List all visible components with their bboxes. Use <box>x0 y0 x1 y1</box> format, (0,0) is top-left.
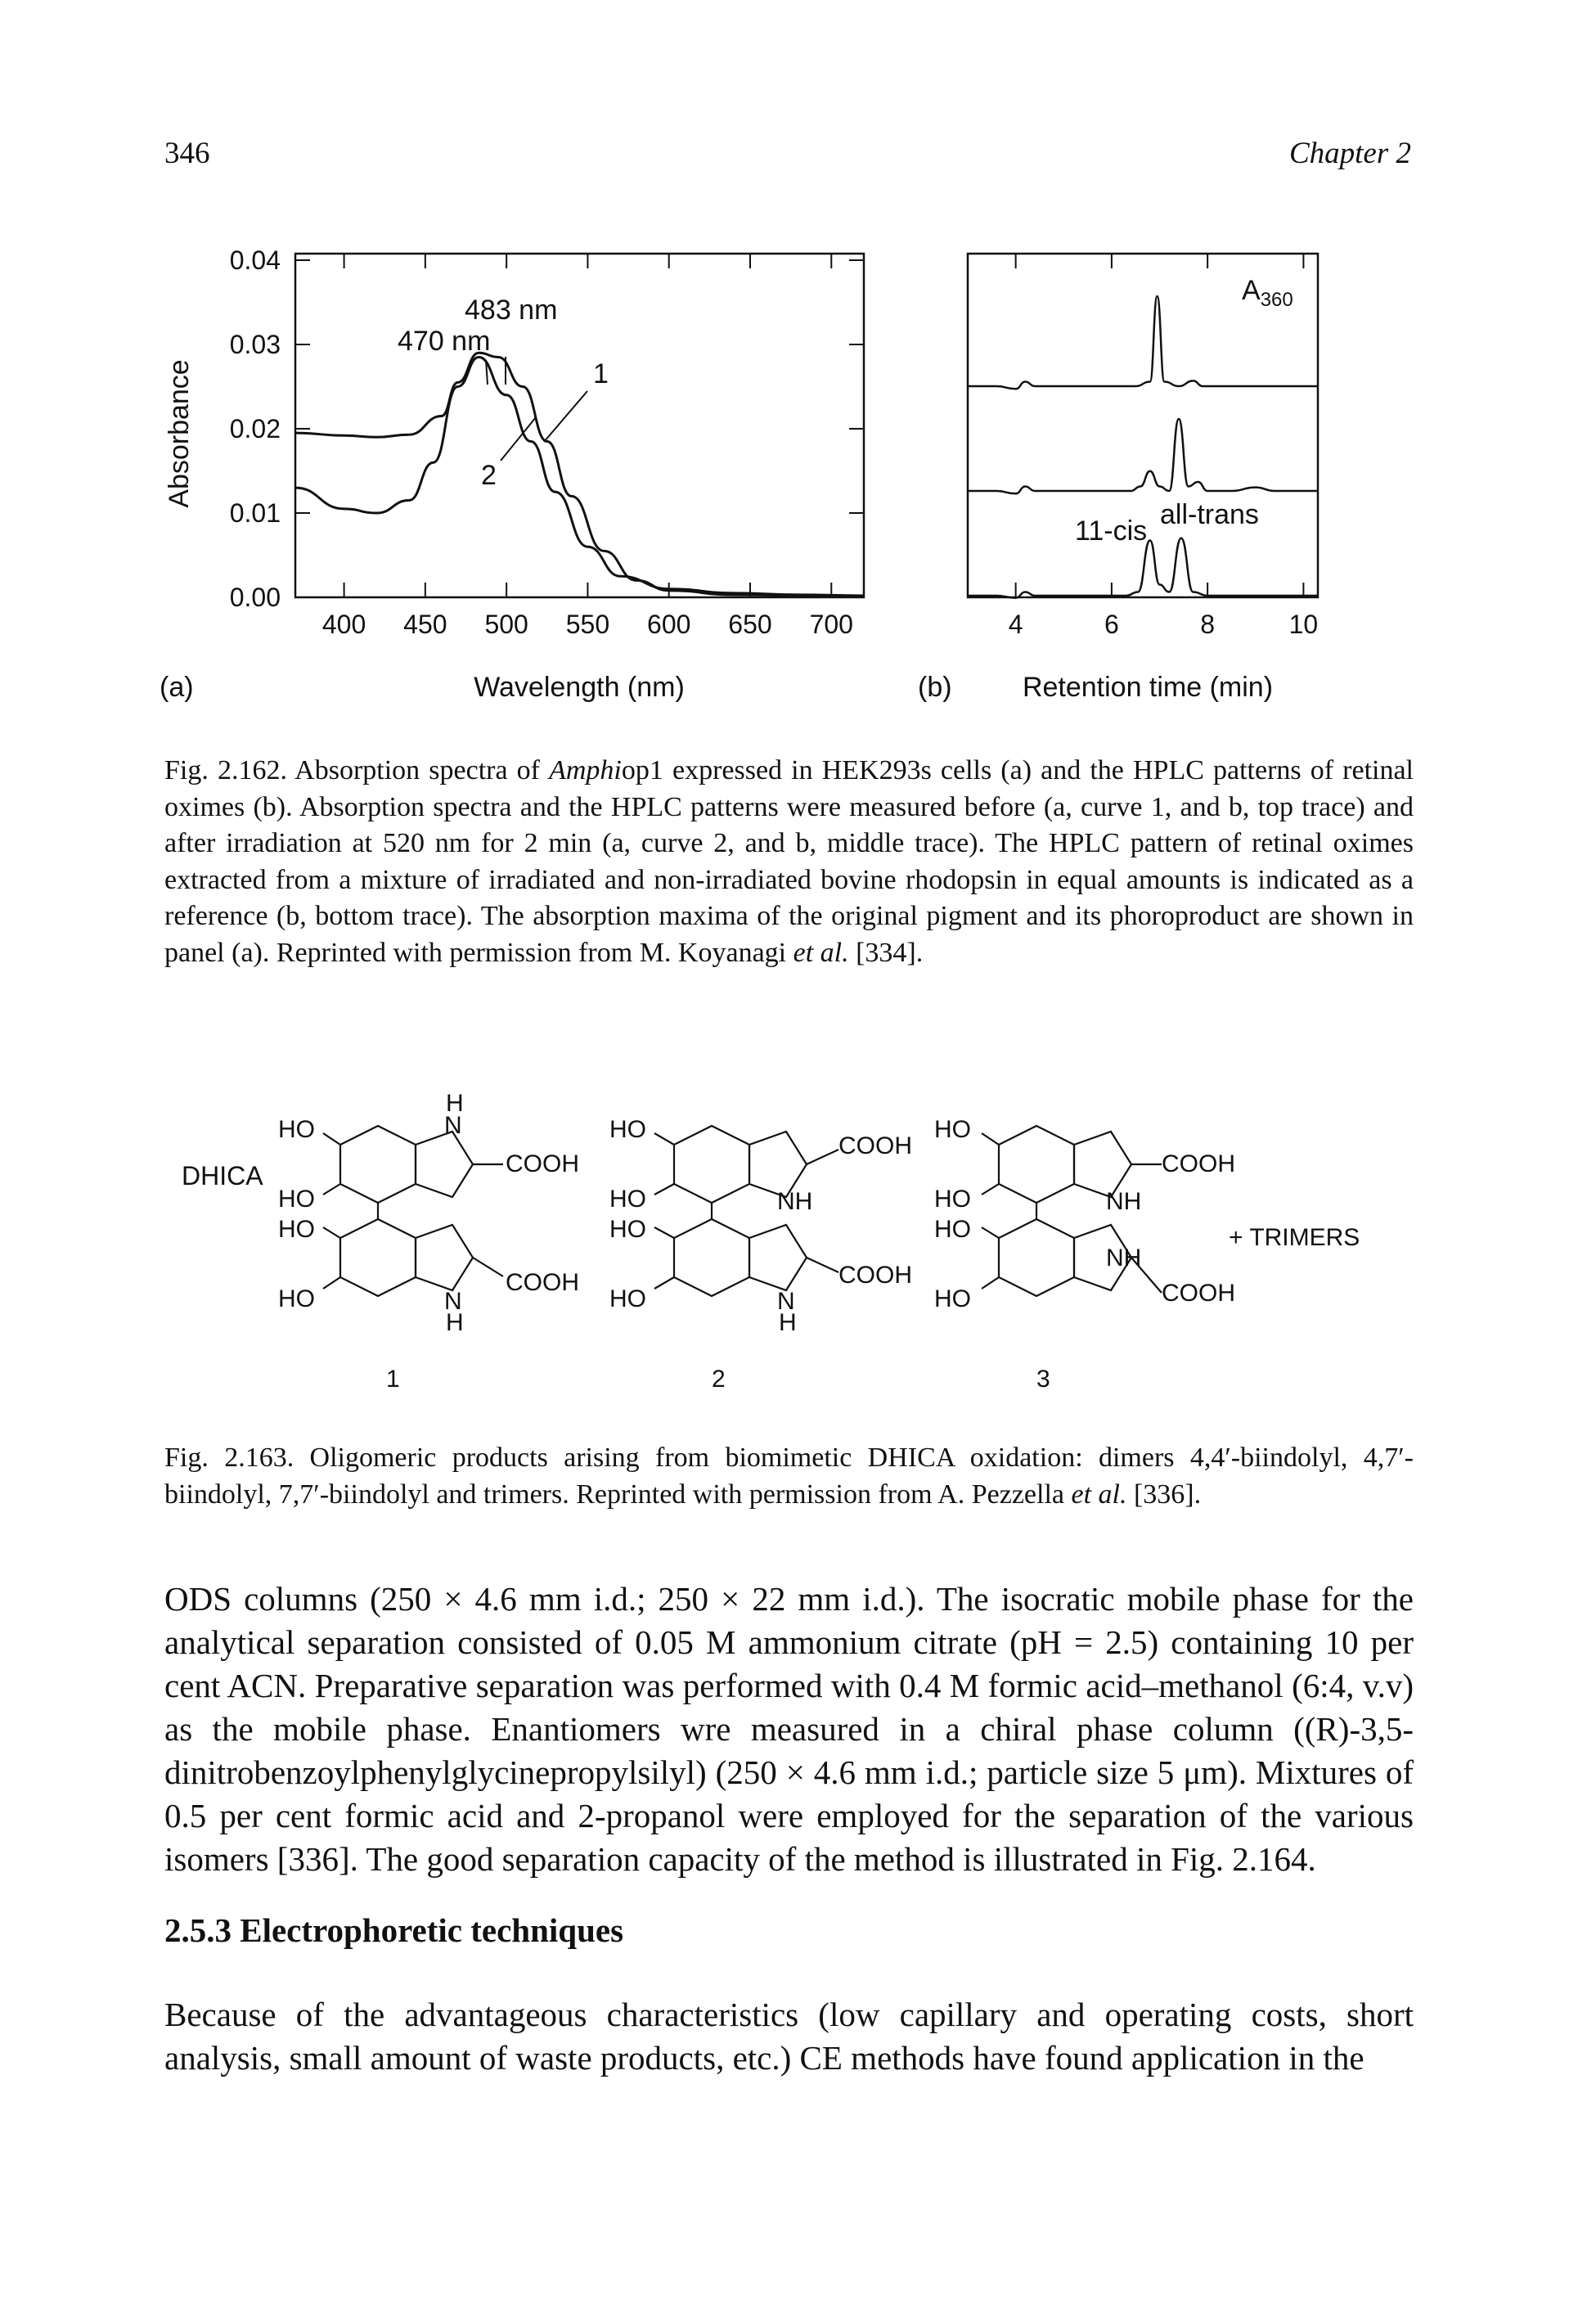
y-tick-label: 0.04 <box>230 245 281 275</box>
s2-nh: NH <box>777 1188 812 1215</box>
trimers-label: + TRIMERS <box>1229 1224 1360 1251</box>
annotation-483nm: 483 nm <box>465 295 557 326</box>
s2-cooh-bottom: COOH <box>838 1262 912 1289</box>
s3-nh-bottom: NH <box>1106 1245 1141 1272</box>
structure-1 <box>322 1124 504 1298</box>
peak-label-11-cis: 11-cis <box>1075 515 1147 547</box>
plot-b-corner-label: A360 <box>1242 275 1293 311</box>
structure-label-2: 2 <box>712 1366 726 1393</box>
x-tick-label: 4 <box>1009 610 1023 639</box>
s3-ho-4: HO <box>934 1285 971 1312</box>
plot-a-frame <box>294 252 865 599</box>
body-paragraph-2: Because of the advantageous characterist… <box>164 1996 1414 2077</box>
structure-2 <box>654 1124 839 1298</box>
y-tick-label: 0.01 <box>230 498 281 528</box>
s1-n-bottom: N <box>444 1288 462 1315</box>
curve-label-1: 1 <box>593 358 609 389</box>
s1-ho-1: HO <box>278 1116 315 1143</box>
s1-ho-4: HO <box>278 1285 315 1312</box>
x-tick-label: 400 <box>322 610 366 639</box>
s1-cooh-top: COOH <box>506 1150 579 1177</box>
hplc-trace-3 <box>968 537 1319 599</box>
plot-a-ylabel: Absorbance <box>164 359 195 507</box>
y-tick-label: 0.03 <box>230 330 281 359</box>
x-tick-label: 450 <box>403 610 447 639</box>
dhica-label: DHICA <box>182 1161 263 1191</box>
x-tick-label: 8 <box>1200 610 1215 639</box>
structure-label-1: 1 <box>386 1366 400 1393</box>
figure-2-163-structures: DHICA HO HO HO HO H N COOH COOH N H 1 HO… <box>182 1090 1360 1393</box>
fig-2-163-caption: Fig. 2.163. Oligomeric products arising … <box>164 1443 1414 1510</box>
s2-n-bottom: N <box>777 1288 795 1315</box>
annotation-470nm: 470 nm <box>398 326 490 357</box>
structure-3 <box>981 1124 1162 1298</box>
plot-a-y-ticks: 0.00 0.01 0.02 0.03 0.04 <box>230 245 864 612</box>
s2-h-bottom: H <box>779 1309 797 1336</box>
x-tick-label: 500 <box>484 610 528 639</box>
x-tick-label: 700 <box>810 610 853 639</box>
s1-ho-3: HO <box>278 1216 315 1243</box>
plot-b-frame <box>966 252 1320 599</box>
curve-1-leader <box>543 390 588 443</box>
absorbance-curve-2 <box>294 355 865 597</box>
fig-2-162-caption: Fig. 2.162. Absorption spectra of Amphio… <box>164 755 1414 968</box>
x-tick-label: 650 <box>728 610 771 639</box>
hplc-trace-1 <box>968 295 1318 390</box>
s2-ho-3: HO <box>609 1216 646 1243</box>
chapter-label: Chapter 2 <box>1288 137 1411 170</box>
curve-label-2: 2 <box>481 460 497 491</box>
body-paragraph-1: ODS columns (250 × 4.6 mm i.d.; 250 × 22… <box>164 1580 1414 1878</box>
structure-label-3: 3 <box>1036 1366 1050 1393</box>
s1-cooh-bottom: COOH <box>506 1269 579 1296</box>
s2-ho-1: HO <box>609 1116 646 1143</box>
plot-a-x-ticks: 400 450 500 550 600 650 700 <box>322 254 853 639</box>
y-tick-label: 0.00 <box>230 583 281 612</box>
y-tick-label: 0.02 <box>230 414 281 443</box>
figure-2-162: 0.00 0.01 0.02 0.03 0.04 400 450 500 550 600 650 7… <box>160 245 1320 703</box>
section-heading: 2.5.3 Electrophoretic techniques <box>164 1911 624 1949</box>
s1-n-top: N <box>444 1112 462 1139</box>
s2-ho-4: HO <box>609 1285 646 1312</box>
page-number: 346 <box>164 137 210 170</box>
s3-ho-1: HO <box>934 1116 971 1143</box>
s1-h-bottom: H <box>446 1309 464 1336</box>
annotation-470-leader <box>485 359 488 385</box>
panel-b-label: (b) <box>918 672 952 703</box>
s3-cooh-bottom: COOH <box>1162 1280 1235 1307</box>
s3-ho-2: HO <box>934 1186 971 1213</box>
x-tick-label: 6 <box>1104 610 1119 639</box>
s1-h-top: H <box>446 1090 464 1117</box>
plot-a-xlabel: Wavelength (nm) <box>474 672 685 703</box>
s3-cooh-top: COOH <box>1162 1150 1235 1177</box>
s2-ho-2: HO <box>609 1186 646 1213</box>
x-tick-label: 600 <box>647 610 690 639</box>
s1-ho-2: HO <box>278 1186 315 1213</box>
plot-b-x-ticks: 4 6 8 10 <box>1009 254 1318 639</box>
s3-ho-3: HO <box>934 1216 971 1243</box>
panel-a-label: (a) <box>160 672 194 703</box>
hplc-trace-2 <box>967 417 1318 495</box>
absorbance-curve-1 <box>294 351 865 598</box>
plot-b-traces <box>967 295 1319 599</box>
plot-b-xlabel: Retention time (min) <box>1023 672 1273 703</box>
curve-2-leader <box>500 416 537 461</box>
x-tick-label: 550 <box>566 610 609 639</box>
x-tick-label: 10 <box>1289 610 1319 639</box>
s2-cooh-top: COOH <box>838 1132 912 1159</box>
s3-nh-top: NH <box>1106 1188 1141 1215</box>
peak-label-all-trans: all-trans <box>1160 499 1259 530</box>
plot-a-curves <box>294 351 865 598</box>
